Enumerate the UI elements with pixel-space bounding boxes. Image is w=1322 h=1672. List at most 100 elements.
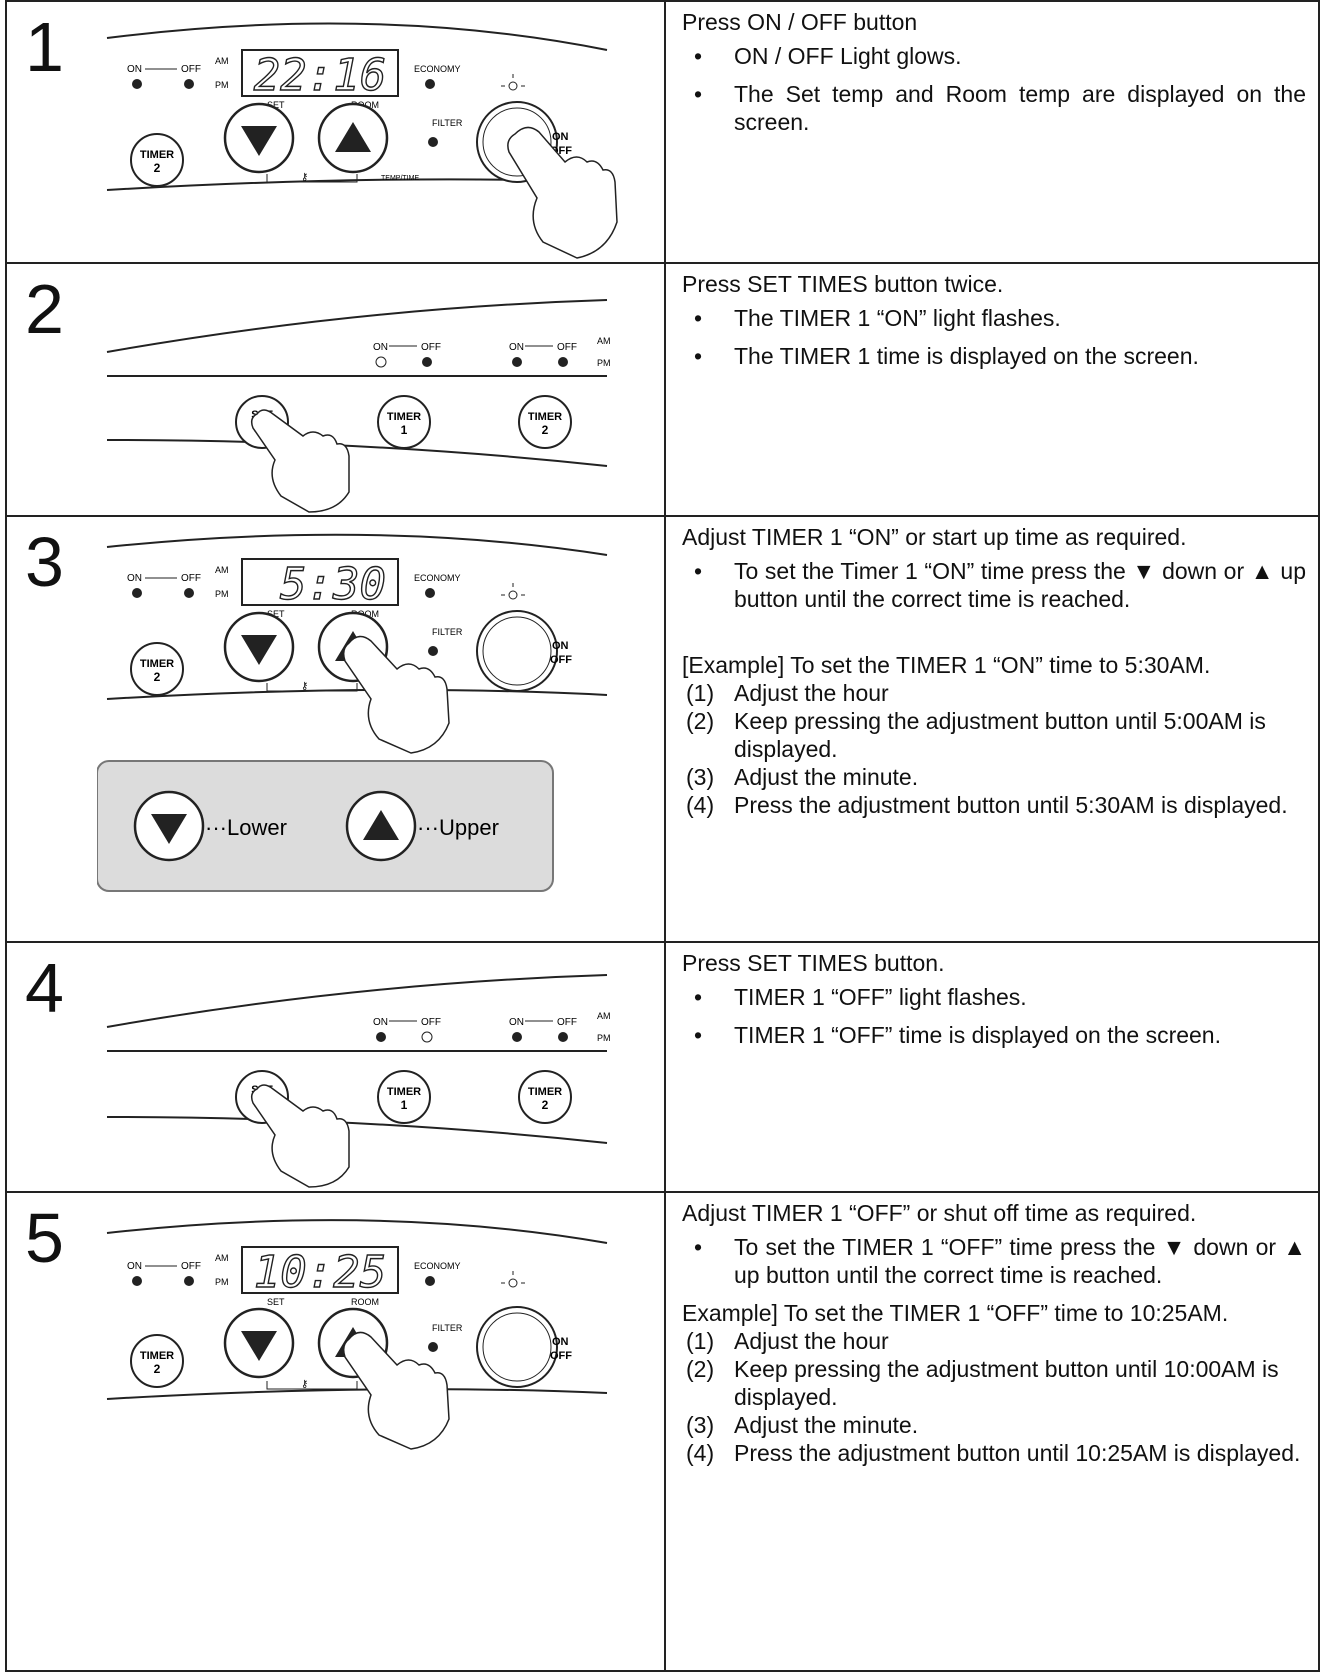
economy-led <box>425 1276 435 1286</box>
substep-item: (1)Adjust the hour <box>686 680 889 706</box>
economy-label: ECONOMY <box>414 1261 461 1271</box>
hand-pointer-icon <box>342 1331 450 1450</box>
timer-2-button[interactable]: TIMER 2 <box>130 1334 184 1388</box>
down-arrow-icon <box>241 126 277 156</box>
step-row-5: 5 ON OFF AM PM 10:25 SET ROOM ECONOMY FI… <box>5 1193 1320 1672</box>
timer-panel-diagram: ON OFF ON OFF AM PM SET TI <box>106 974 611 1188</box>
button-legend-box: ···Lower ···Upper <box>97 760 554 892</box>
am-label-flashing: AM <box>215 565 229 575</box>
set-label: SET <box>267 100 285 110</box>
off-label: OFF <box>557 342 577 353</box>
filter-led <box>428 646 438 656</box>
timer1-off-led <box>422 357 432 367</box>
bullet-item: TIMER 1 “OFF” time is displayed on the s… <box>682 1021 1306 1049</box>
svg-text:2: 2 <box>154 670 161 684</box>
timer-2-button[interactable]: TIMER 2 <box>130 133 184 187</box>
down-arrow-icon <box>241 1331 277 1361</box>
key-lock-icon: ⚷ <box>301 1379 308 1390</box>
down-button[interactable] <box>223 611 295 683</box>
instruction-table: 1 ON OFF AM PM 22:16 SET ROOM ECONOMY FI… <box>5 0 1320 1672</box>
lcd-screen <box>241 49 399 97</box>
off-label: OFF <box>421 1017 441 1028</box>
step-row-3: 3 ON OFF AM PM 5:30 SET ROOM ECONOMY FIL… <box>5 517 1320 943</box>
svg-text:ON: ON <box>552 1336 569 1348</box>
power-indicator-icon <box>501 583 525 600</box>
off-label: OFF <box>181 1261 201 1272</box>
substep-item: (2)Keep pressing the adjustment button u… <box>686 1356 1279 1410</box>
timer1-on-led <box>376 1032 386 1042</box>
substep-item: (1)Adjust the hour <box>686 1328 889 1354</box>
step-illustration-1: 1 ON OFF AM PM 22:16 SET ROOM ECONOMY FI… <box>7 2 666 262</box>
step-heading: Press ON / OFF button <box>682 9 918 35</box>
svg-text:TIMER: TIMER <box>387 1086 421 1098</box>
lcd-screen <box>241 558 399 606</box>
timer-2-button[interactable]: TIMER 2 <box>130 642 184 696</box>
set-label: SET <box>267 609 285 619</box>
hand-pointer-icon <box>250 409 350 513</box>
step-illustration-2: 2 ON OFF ON OFF AM PM SET <box>7 264 666 515</box>
example-text: Example] To set the TIMER 1 “OFF” time t… <box>682 1300 1229 1326</box>
on-off-button[interactable]: ON OFF <box>476 1306 572 1388</box>
timer-2-button[interactable]: TIMER 2 <box>518 1070 572 1124</box>
svg-text:2: 2 <box>154 161 161 175</box>
up-arrow-icon <box>363 810 399 840</box>
down-button[interactable] <box>223 1307 295 1379</box>
timer-on-led <box>132 1276 142 1286</box>
timer-off-led <box>184 588 194 598</box>
power-indicator-icon <box>501 1271 525 1288</box>
bullet-item: The Set temp and Room temp are displayed… <box>682 80 1306 136</box>
step-number: 5 <box>25 1199 64 1277</box>
hand-pointer-icon <box>342 635 450 754</box>
timer-2-button[interactable]: TIMER 2 <box>518 395 572 449</box>
svg-text:1: 1 <box>401 423 408 437</box>
svg-text:2: 2 <box>542 1098 549 1112</box>
timer-panel-diagram: ON OFF ON OFF AM PM SET TI <box>106 299 611 513</box>
legend-lower-label: ···Lower <box>205 815 287 840</box>
timer2-on-led <box>512 1032 522 1042</box>
down-arrow-icon <box>241 635 277 665</box>
svg-text:TIMER: TIMER <box>140 658 174 670</box>
economy-led <box>425 588 435 598</box>
off-label: OFF <box>181 64 201 75</box>
lcd-display: 22:16 <box>254 50 386 101</box>
control-panel-diagram: ON OFF AM PM 10:25 SET ROOM ECONOMY FILT… <box>106 1219 608 1450</box>
step-row-1: 1 ON OFF AM PM 22:16 SET ROOM ECONOMY FI… <box>5 0 1320 264</box>
set-label: SET <box>267 1297 285 1307</box>
filter-label: FILTER <box>432 118 463 128</box>
lcd-screen <box>241 1246 399 1294</box>
step-row-2: 2 ON OFF ON OFF AM PM SET <box>5 264 1320 517</box>
step-heading: Adjust TIMER 1 “OFF” or shut off time as… <box>682 1200 1197 1226</box>
svg-text:1: 1 <box>401 1098 408 1112</box>
pm-label: PM <box>215 589 229 599</box>
svg-text:OFF: OFF <box>550 1350 572 1362</box>
svg-text:TIMER: TIMER <box>140 1350 174 1362</box>
timer-1-button[interactable]: TIMER 1 <box>377 395 431 449</box>
step-illustration-5: 5 ON OFF AM PM 10:25 SET ROOM ECONOMY FI… <box>7 1193 666 1670</box>
am-label-flashing: AM <box>215 1253 229 1263</box>
economy-label: ECONOMY <box>414 64 461 74</box>
timer1-on-led-flashing <box>375 356 387 368</box>
pm-label: PM <box>597 1033 611 1043</box>
substep-item: (4)Press the adjustment button until 5:3… <box>686 792 1288 818</box>
timer-1-button[interactable]: TIMER 1 <box>377 1070 431 1124</box>
timer-off-led <box>184 1276 194 1286</box>
bullet-list: ON / OFF Light glows. The Set temp and R… <box>682 42 1306 136</box>
on-label: ON <box>127 64 142 75</box>
substep-item: (3)Adjust the minute. <box>686 1412 919 1438</box>
filter-led <box>428 137 438 147</box>
timer2-off-led <box>558 1032 568 1042</box>
pm-label: PM <box>215 80 229 90</box>
bullet-list: TIMER 1 “OFF” light flashes. TIMER 1 “OF… <box>682 983 1306 1049</box>
key-lock-icon: ⚷ <box>301 172 308 183</box>
step-illustration-3: 3 ON OFF AM PM 5:30 SET ROOM ECONOMY FIL… <box>7 517 666 941</box>
control-panel-diagram: ON OFF AM PM 22:16 SET ROOM ECONOMY FILT… <box>106 22 618 259</box>
down-button[interactable] <box>223 102 295 174</box>
economy-led <box>425 79 435 89</box>
up-button[interactable] <box>317 102 389 174</box>
timer-on-led <box>132 79 142 89</box>
svg-text:ON: ON <box>552 131 569 143</box>
on-off-button[interactable]: ON OFF <box>476 610 572 692</box>
bullet-item: The TIMER 1 “ON” light flashes. <box>682 304 1306 332</box>
step-number: 2 <box>25 270 64 348</box>
on-label: ON <box>127 1261 142 1272</box>
